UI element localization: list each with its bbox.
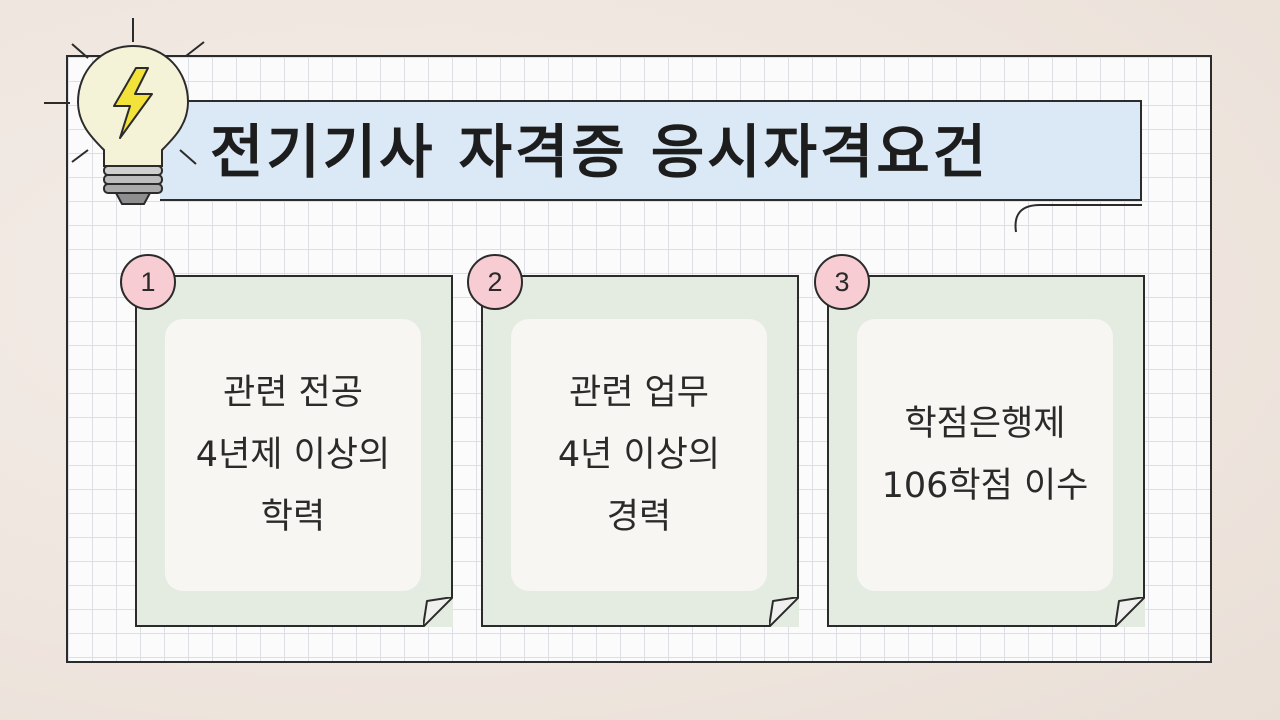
card-number-badge-2: 2 xyxy=(467,254,523,310)
card-content: 학점은행제 106학점 이수 xyxy=(857,319,1113,591)
requirement-card-1: 관련 전공 4년제 이상의 학력 xyxy=(135,275,453,627)
card-text: 학점은행제 106학점 이수 xyxy=(881,404,1089,506)
requirement-card-2: 관련 업무 4년 이상의 경력 xyxy=(481,275,799,627)
card-text: 관련 전공 4년제 이상의 학력 xyxy=(195,373,391,537)
card-number-badge-1: 1 xyxy=(120,254,176,310)
bolt-icon xyxy=(113,67,153,139)
page-curl-icon xyxy=(769,597,799,627)
page-title: 전기기사 자격증 응시자격요건 xyxy=(210,118,990,186)
title-banner xyxy=(160,100,1142,200)
card-text: 관련 업무 4년 이상의 경력 xyxy=(557,373,721,537)
page-curl-icon xyxy=(423,597,453,627)
card-content: 관련 업무 4년 이상의 경력 xyxy=(511,319,767,591)
card-content: 관련 전공 4년제 이상의 학력 xyxy=(165,319,421,591)
page-curl-icon xyxy=(1115,597,1145,627)
card-number-badge-3: 3 xyxy=(814,254,870,310)
requirement-card-3: 학점은행제 106학점 이수 xyxy=(827,275,1145,627)
